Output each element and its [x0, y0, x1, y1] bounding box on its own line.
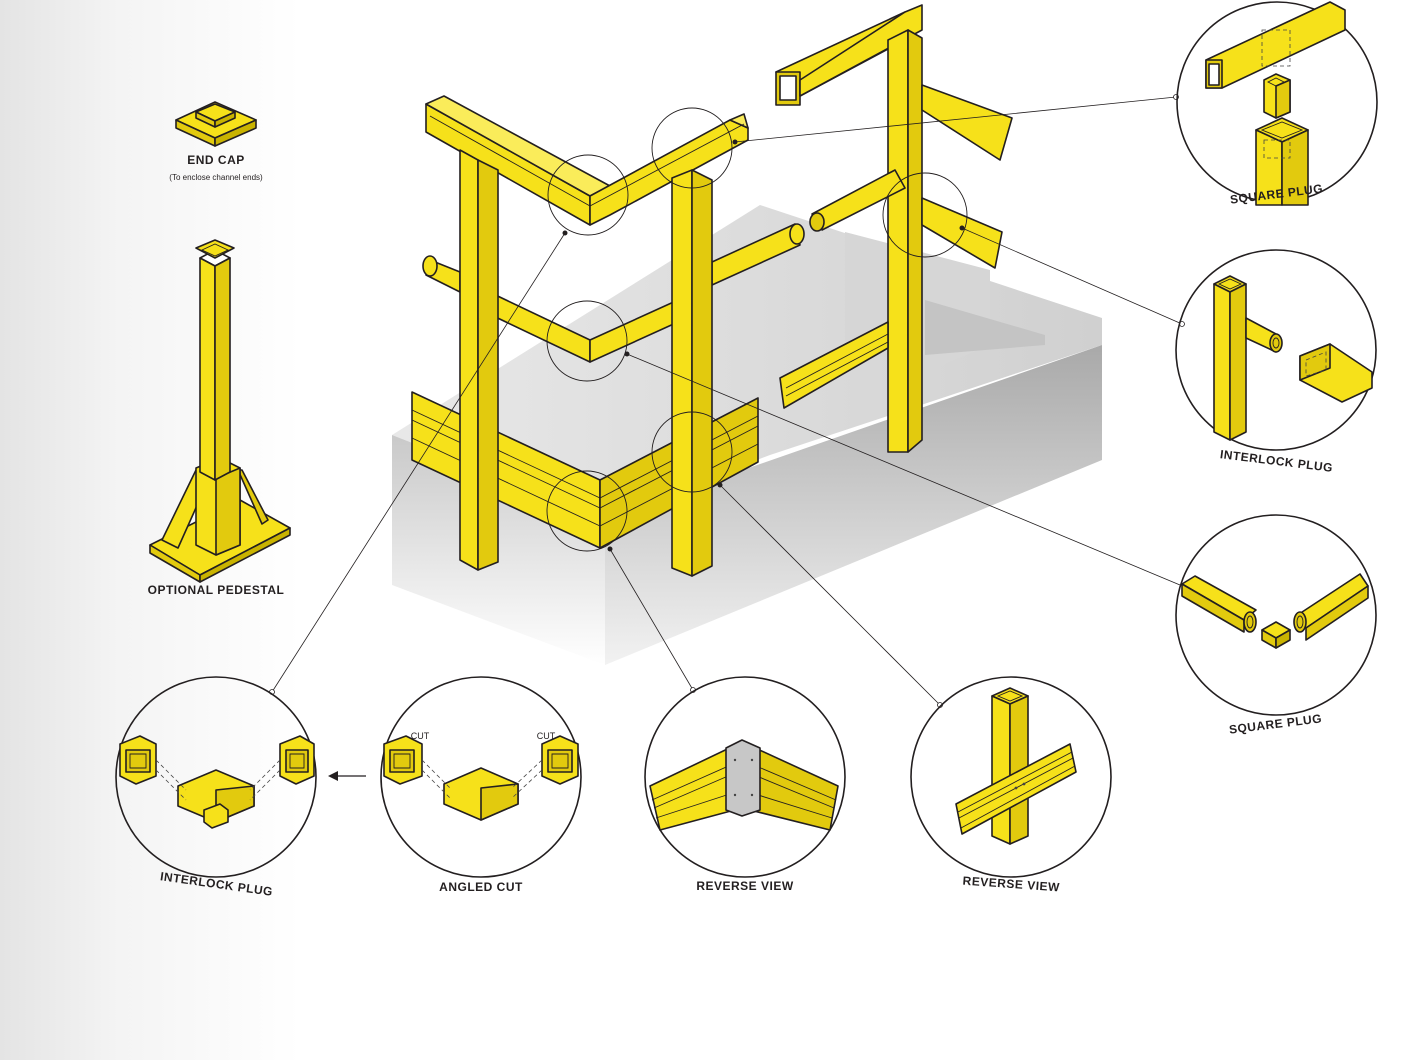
reverse-view-2-label: REVERSE VIEW — [962, 874, 1060, 895]
detail-angled-cut: CUT CUT ANGLED CUT — [380, 676, 582, 894]
main-assembly — [411, 4, 1013, 577]
reverse-view-1-label: REVERSE VIEW — [696, 879, 794, 893]
top-corner-beam — [425, 95, 749, 226]
detail-markers — [546, 107, 968, 552]
cut-right-label: CUT — [537, 731, 556, 741]
detail-reverse-view-2: REVERSE VIEW — [910, 676, 1112, 895]
optional-pedestal-label: OPTIONAL PEDESTAL — [148, 583, 285, 597]
detail-reverse-view-1: REVERSE VIEW — [644, 676, 846, 893]
optional-pedestal-part: OPTIONAL PEDESTAL — [148, 239, 291, 597]
interlock-plug-right-label: INTERLOCK PLUG — [1219, 447, 1334, 475]
detail-interlock-plug-bottom: INTERLOCK PLUG — [115, 676, 317, 899]
leader-lines — [269, 94, 1185, 708]
far-kick-rail — [779, 321, 889, 409]
cut-left-label: CUT — [411, 731, 430, 741]
end-cap-part: END CAP (To enclose channel ends) — [169, 101, 263, 182]
end-cap-note: (To enclose channel ends) — [169, 173, 263, 182]
front-uprights — [459, 149, 713, 577]
angled-cut-label: ANGLED CUT — [439, 880, 523, 894]
end-cap-label: END CAP — [187, 153, 245, 167]
detail-square-plug-right: SQUARE PLUG — [1175, 514, 1377, 737]
detail-interlock-plug-right: INTERLOCK PLUG — [1175, 249, 1377, 475]
back-frame — [775, 4, 1013, 453]
interlock-plug-bottom-label: INTERLOCK PLUG — [159, 869, 274, 899]
arrow-left-icon — [328, 771, 366, 781]
round-rails — [422, 223, 805, 363]
detail-square-plug-top: SQUARE PLUG — [1176, 1, 1378, 207]
